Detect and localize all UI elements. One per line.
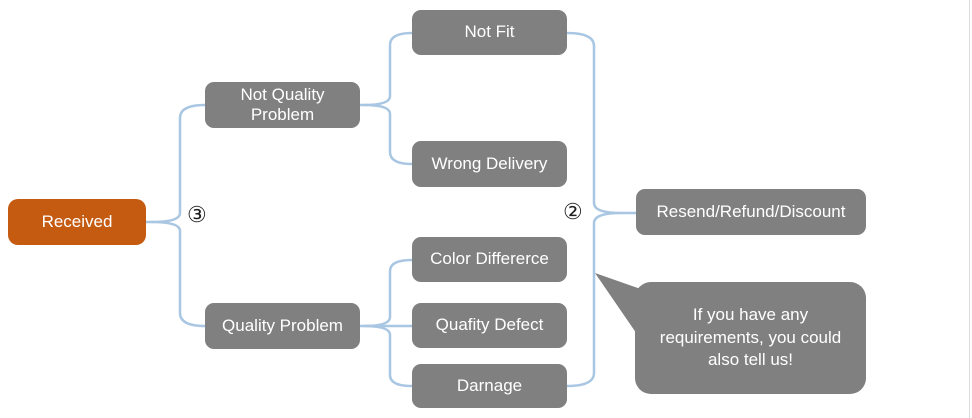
node-color-differerce: Color Differerce [412,237,567,282]
node-received: Received [8,199,146,245]
node-darnage: Darnage [412,364,567,408]
page-edge-line [969,0,970,418]
node-wrong-delivery: Wrong Delivery [412,141,567,187]
node-not-fit: Not Fit [412,10,567,55]
circled-number-two: ② [563,199,583,224]
node-quality-problem: Quality Problem [205,303,360,349]
quality-brace [362,258,414,388]
received-brace [150,103,207,328]
circled-number-three: ③ [187,202,207,227]
node-not-quality-problem: Not Quality Problem [205,82,360,128]
node-quafity-defect: Quafity Defect [412,303,567,348]
not-quality-brace [362,31,414,166]
node-resend-refund-discount: Resend/Refund/Discount [636,189,866,235]
callout-bubble: If you have any requirements, you could … [635,282,866,394]
